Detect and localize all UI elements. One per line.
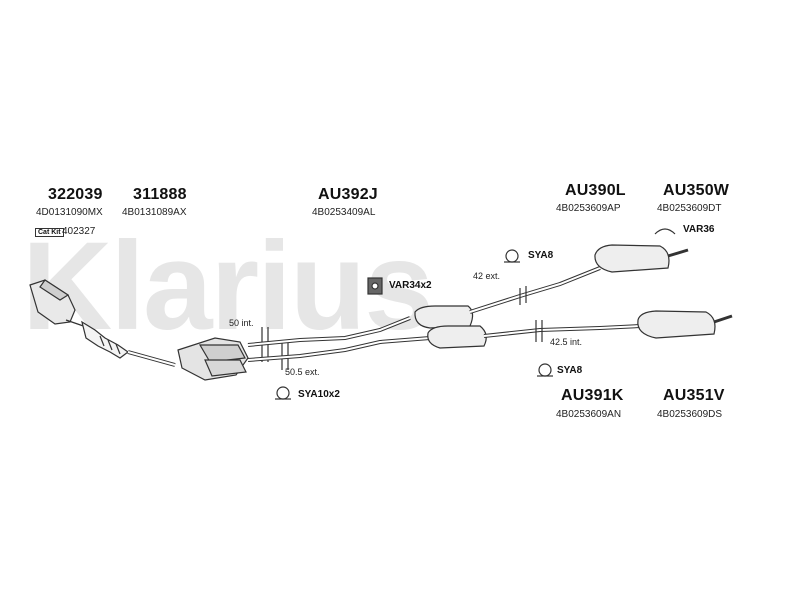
cat-kit-badge: Cat Kit [35,228,64,237]
part-ref-au392j: 4B0253409AL [312,207,376,218]
rear-silencer-upper[interactable] [594,244,689,273]
rubber-mount-icon [537,363,553,377]
part-code-au350w[interactable]: AU350W [663,182,730,199]
measurement-50-5-ext: 50.5 ext. [285,367,320,377]
centre-silencer-upper[interactable] [414,305,474,329]
centre-silencer-lower[interactable] [427,325,487,349]
part-code-au390l[interactable]: AU390L [565,182,626,199]
front-flex-pipe[interactable] [81,320,176,367]
part-code-au351v[interactable]: AU351V [663,387,725,404]
front-joint-clamps[interactable] [261,327,289,370]
hanger-bracket-icon [654,228,676,235]
part-ref-au391k: 4B0253609AN [556,409,622,420]
fitting-label-sya8-bottom[interactable]: SYA8 [557,365,583,376]
fitting-label-var34[interactable]: VAR34x2 [389,280,432,291]
part-ref-322039: 4D0131090MX [36,207,103,218]
main-catalytic-converter[interactable] [177,337,249,381]
part-ref-au351v: 4B0253609DS [657,409,723,420]
part-code-322039[interactable]: 322039 [48,186,103,203]
part-code-au392j[interactable]: AU392J [318,186,378,203]
cat-kit-number[interactable]: 402327 [62,226,96,237]
intermediate-pipe[interactable] [247,316,431,362]
part-ref-au350w: 4B0253609DT [657,203,722,214]
part-ref-311888: 4B0131089AX [122,207,187,218]
front-catalytic-converter[interactable] [29,279,96,331]
part-code-311888[interactable]: 311888 [133,186,187,203]
measurement-42-5-int: 42.5 int. [550,337,583,347]
measurement-50-int: 50 int. [229,318,254,328]
rubber-mount-icon [275,386,291,400]
part-code-au391k[interactable]: AU391K [561,387,624,404]
rear-pipe-lower[interactable] [483,320,641,342]
part-ref-au390l: 4B0253609AP [556,203,621,214]
fitting-label-sya10[interactable]: SYA10x2 [298,389,340,400]
measurement-42-ext: 42 ext. [473,271,501,281]
gasket-icon [367,277,383,295]
fitting-label-var36[interactable]: VAR36 [683,224,715,235]
rear-silencer-lower[interactable] [637,310,733,339]
rubber-mount-icon [504,249,520,263]
rear-pipe-upper[interactable] [469,266,601,314]
fitting-label-sya8-top[interactable]: SYA8 [528,250,554,261]
